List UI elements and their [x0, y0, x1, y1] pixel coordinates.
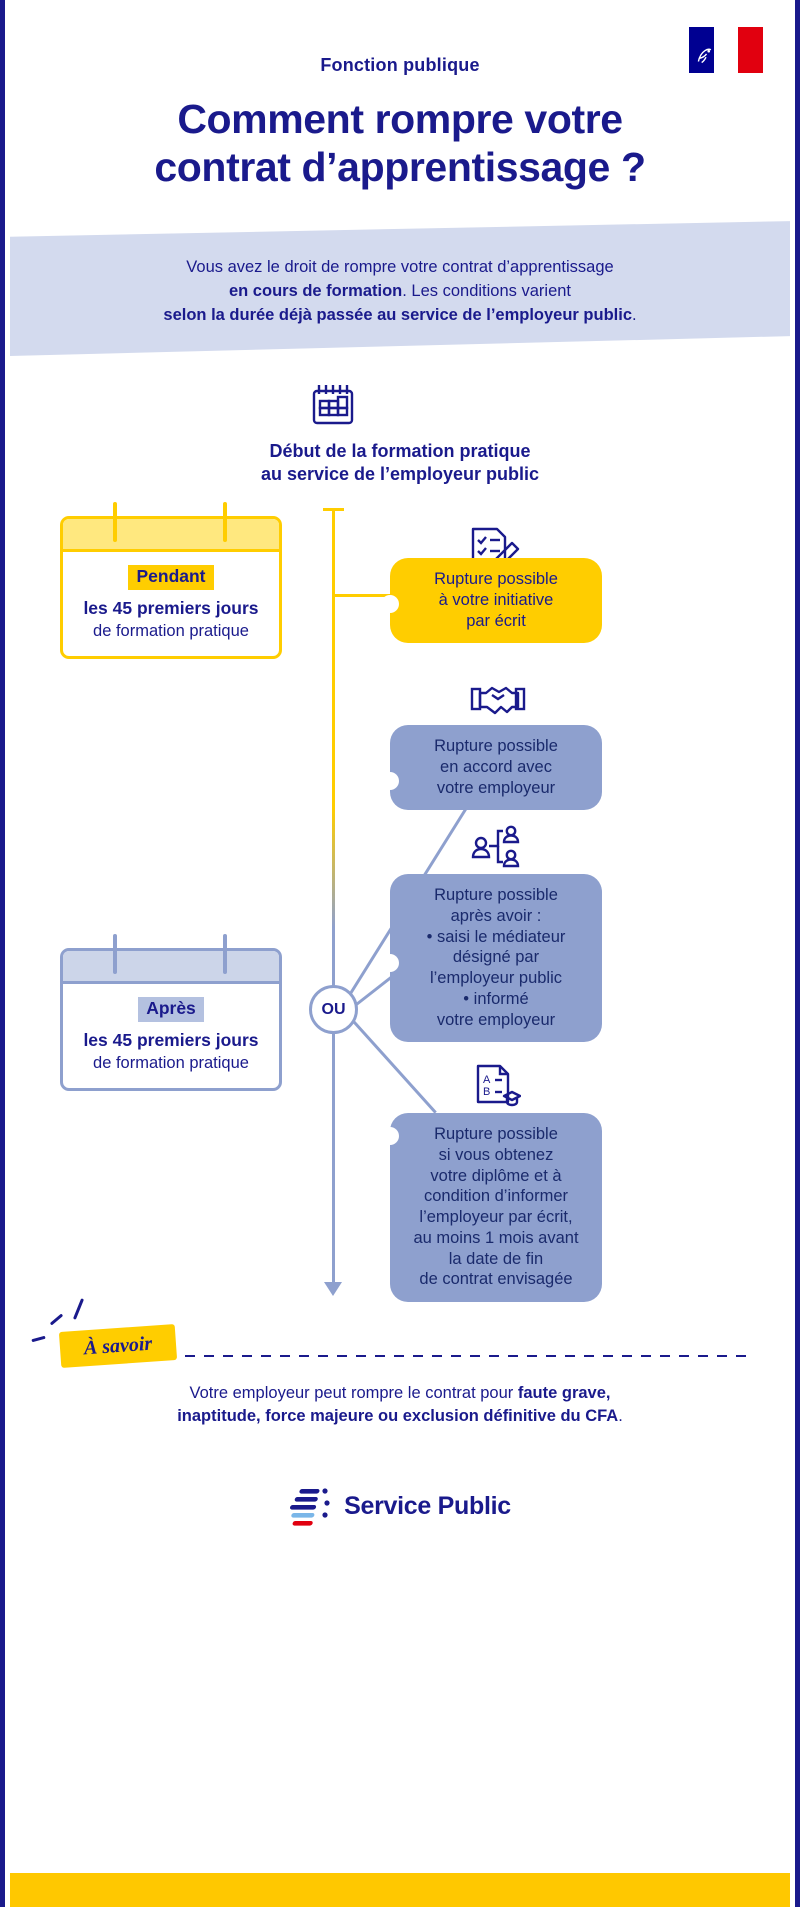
intro-line-1: Vous avez le droit de rompre votre contr… — [186, 258, 614, 276]
option-card-3: Rupture possible après avoir : • saisi l… — [381, 874, 602, 1043]
option-card-3-bullet-line-3: l’employeur public — [429, 969, 563, 988]
option-card-4: Rupture possible si vous obtenez votre d… — [381, 1113, 602, 1303]
intro-line-3-rest: . — [632, 305, 637, 324]
connector-dot — [381, 772, 399, 790]
option-card-2: Rupture possible en accord avec votre em… — [381, 725, 602, 811]
intro-line-2-rest: . Les conditions varient — [402, 281, 572, 300]
period-line-2: de formation pratique — [93, 621, 249, 640]
option-card-3-bullets: • saisi le médiateur désigné par l’emplo… — [404, 927, 588, 1031]
mediator-people-icon — [471, 825, 520, 868]
svg-text:B: B — [483, 1086, 490, 1098]
calendar-ring — [113, 934, 117, 974]
a-savoir-text: Votre employeur peut rompre le contrat p… — [65, 1382, 735, 1429]
period-chip-pendant: Pendant — [128, 565, 214, 590]
sparkle-icon — [72, 1298, 85, 1320]
calendar-strip — [63, 951, 279, 984]
option-card-2-line-1: Rupture possible — [434, 737, 558, 755]
marianne-icon — [697, 48, 712, 64]
period-chip-apres: Après — [138, 997, 204, 1022]
page-title: Comment rompre votre contrat d’apprentis… — [5, 96, 795, 192]
dashed-divider — [185, 1355, 755, 1357]
french-flag-icon — [689, 27, 763, 73]
option-card-2-line-3: votre employeur — [436, 778, 556, 797]
service-public-mark-svg — [290, 1488, 330, 1526]
sparkle-icon — [31, 1335, 46, 1343]
option-card-3-bullet-line-1: • saisi le médiateur — [426, 927, 566, 946]
option-card-4-line-6: au moins 1 mois avant — [413, 1228, 579, 1247]
a-savoir-text-b: faute grave, — [517, 1384, 611, 1402]
option-card-1-line-1: Rupture possible — [434, 570, 558, 588]
intro-banner-background — [10, 221, 790, 356]
option-card-4-line-2: si vous obtenez — [438, 1145, 554, 1164]
calendar-rings — [60, 502, 282, 542]
option-card-2-line-2: en accord avec — [440, 757, 552, 776]
intro-line-2-bold: en cours de formation — [228, 281, 403, 300]
calendar-rings — [60, 934, 282, 974]
timeline-spine — [332, 508, 335, 1290]
period-card-pendant: Pendant les 45 premiers jours de formati… — [60, 502, 282, 660]
option-card-1: Rupture possible à votre initiative par … — [381, 558, 602, 644]
option-card-4-line-5: l’employeur par écrit, — [419, 1208, 573, 1227]
footer-bar — [10, 1873, 790, 1907]
calendar-ring — [223, 934, 227, 974]
phase-title-line-2: au service de l’employeur public — [260, 463, 540, 484]
service-public-logo-icon — [289, 1484, 333, 1528]
a-savoir-label: À savoir — [83, 1332, 153, 1359]
calendar-icon — [312, 385, 354, 425]
a-savoir-badge: À savoir — [58, 1323, 178, 1369]
option-card-4-line-7: la date de fin — [448, 1249, 544, 1268]
option-card-3-bullet-line-4: • informé — [463, 989, 529, 1008]
period-line-1: les 45 premiers jours — [83, 1030, 259, 1050]
sparkle-icon — [49, 1313, 64, 1326]
option-card-3-line-2: après avoir : — [450, 906, 542, 925]
diploma-document-icon: A B — [476, 1064, 521, 1107]
option-card-1-line-2: à votre initiative — [438, 590, 554, 609]
intro-banner: Vous avez le droit de rompre votre contr… — [10, 214, 790, 356]
service-public-wordmark: Service Public — [344, 1491, 511, 1520]
calendar-ring — [223, 502, 227, 542]
connector-yellow — [335, 594, 399, 597]
connector-dot — [381, 595, 399, 613]
phase-title: Début de la formation pratique au servic… — [5, 440, 795, 485]
footer-logo: Service Public — [5, 1480, 795, 1532]
period-line-2: de formation pratique — [93, 1053, 249, 1072]
option-card-3-bullet-line-2: désigné par — [452, 948, 540, 967]
svg-text:A: A — [483, 1074, 491, 1086]
period-card-apres: Après les 45 premiers jours de formation… — [60, 934, 282, 1092]
a-savoir-text-c: inaptitude, force majeure ou exclusion d… — [177, 1407, 619, 1426]
or-node: OU — [309, 985, 358, 1034]
calendar-ring — [113, 502, 117, 542]
connector-dot — [381, 1127, 399, 1145]
option-card-1-line-3: par écrit — [466, 611, 526, 630]
period-line-1: les 45 premiers jours — [83, 598, 259, 618]
phase-title-line-1: Début de la formation pratique — [269, 441, 531, 461]
handshake-icon — [470, 686, 526, 715]
intro-text: Vous avez le droit de rompre votre contr… — [10, 256, 790, 328]
calendar-strip — [63, 519, 279, 552]
timeline-arrow-icon — [324, 1282, 342, 1296]
page-title-line-1: Comment rompre votre — [177, 96, 623, 142]
option-card-4-line-1: Rupture possible — [434, 1125, 558, 1143]
a-savoir-text-d: . — [618, 1407, 623, 1426]
option-card-4-line-3: votre diplôme et à — [430, 1166, 562, 1185]
option-card-4-line-8: de contrat envisagée — [419, 1270, 573, 1289]
page-title-line-2: contrat d’apprentissage ? — [154, 143, 646, 190]
eyebrow-label: Fonction publique — [320, 55, 480, 75]
option-card-3-bullet-line-5: votre employeur — [436, 1010, 556, 1029]
option-card-4-line-4: condition d’informer — [424, 1187, 568, 1206]
option-card-3-line-1: Rupture possible — [434, 886, 558, 904]
connector-dot — [381, 954, 399, 972]
a-savoir-text-a: Votre employeur peut rompre le contrat p… — [189, 1384, 518, 1402]
intro-line-3-bold: selon la durée déjà passée au service de… — [163, 305, 633, 324]
